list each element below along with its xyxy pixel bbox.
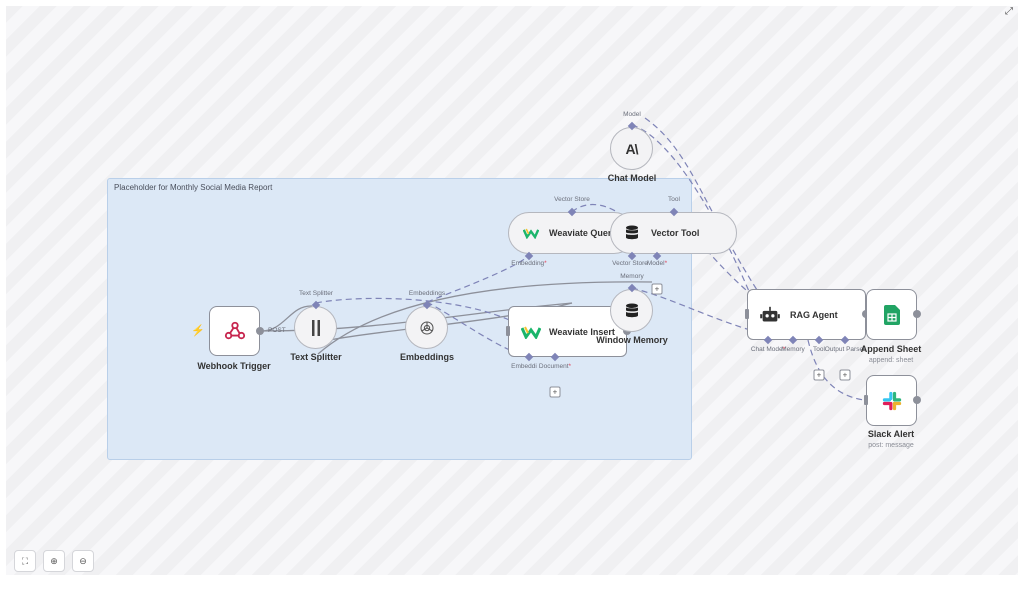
connection-embeddings-insert [426, 301, 530, 358]
chat-model-node[interactable]: A\ [610, 127, 653, 170]
append-sheet-node[interactable] [866, 289, 917, 340]
append-sheet-output-port[interactable] [913, 310, 921, 318]
weaviate-insert-input-port[interactable] [506, 326, 510, 336]
vector-tool-add-model-button[interactable]: + [651, 283, 663, 295]
zoom-out-button[interactable]: ⊖ [72, 550, 94, 572]
robot-icon [760, 306, 780, 322]
connection-webhook-splitter [260, 305, 313, 332]
sheets-icon [883, 304, 900, 325]
agent-tool-label: Tool [813, 346, 825, 353]
splitter-port-label: Text Splitter [299, 290, 333, 297]
embeddings-node[interactable] [405, 306, 448, 349]
slack-alert-output-port[interactable] [913, 396, 921, 404]
agent-output-parser-label: Output Parser [824, 346, 866, 353]
connection-agent-slack [807, 339, 865, 401]
split-icon [311, 319, 320, 336]
insert-add-document-button[interactable]: + [549, 386, 561, 398]
append-sheet-label: Append Sheet [860, 344, 922, 354]
weaviate-icon [523, 228, 539, 239]
zoom-out-icon: ⊖ [79, 555, 87, 566]
vector-tool-store-label: Vector Store [612, 260, 648, 267]
connection-query-tool [571, 203, 658, 257]
webhook-trigger-node[interactable] [209, 306, 260, 356]
text-splitter-label: Text Splitter [290, 352, 342, 362]
openai-icon [419, 320, 434, 335]
slack-alert-node[interactable] [866, 375, 917, 426]
insert-embedding-label: Embeddi [511, 363, 537, 370]
embeddings-port-label: Embeddings [408, 290, 446, 297]
agent-add-tool-button[interactable]: + [813, 369, 825, 381]
database-icon [626, 225, 638, 240]
slack-alert-label: Slack Alert [867, 429, 915, 439]
zoom-in-button[interactable]: ⊕ [43, 550, 65, 572]
webhook-output-label: POST [268, 327, 286, 334]
sticky-note-title: Placeholder for Monthly Social Media Rep… [114, 183, 273, 192]
weaviate-query-label: Weaviate Query [549, 228, 617, 238]
slack-alert-subtitle: post: message [868, 442, 914, 449]
window-memory-node[interactable] [610, 289, 653, 332]
vector-tool-top-label: Tool [668, 196, 680, 203]
memory-port-label: Memory [620, 273, 644, 280]
connection-splitter-insert [315, 297, 556, 358]
agent-memory-label: Memory [781, 346, 805, 353]
weaviate-insert-label: Weaviate Insert [549, 326, 615, 337]
database-icon [625, 303, 638, 317]
connection-embeddings-query [426, 255, 530, 303]
weaviate-icon [521, 326, 541, 339]
trigger-bolt-icon: ⚡ [191, 325, 205, 337]
webhook-icon [224, 321, 245, 340]
append-sheet-subtitle: append: sheet [868, 357, 914, 364]
vector-tool-label: Vector Tool [651, 228, 700, 238]
vector-tool-model-label: Model* [646, 260, 668, 267]
insert-document-label: Document* [538, 363, 572, 370]
vector-tool-node[interactable]: Vector Tool [610, 212, 737, 254]
weaviate-insert-node[interactable]: Weaviate Insert [508, 306, 627, 357]
connection-splitter-memory-line [317, 281, 653, 355]
webhook-trigger-label: Webhook Trigger [197, 361, 271, 371]
fit-view-icon: ⛶ [21, 555, 29, 566]
connection-model-tool [644, 117, 758, 291]
embeddings-label: Embeddings [399, 352, 455, 362]
text-splitter-node[interactable] [294, 306, 337, 349]
rag-agent-input-port[interactable] [745, 309, 749, 319]
slack-icon [882, 391, 901, 410]
anthropic-icon: A\ [625, 140, 639, 157]
zoom-in-icon: ⊕ [50, 555, 58, 566]
fit-view-button[interactable]: ⛶ [14, 550, 36, 572]
chat-model-port-label: Model [623, 111, 641, 118]
fullscreen-icon[interactable]: ⤢ [1005, 6, 1013, 17]
slack-alert-input-port[interactable] [864, 395, 868, 405]
agent-chat-model-label: Chat Mode* [750, 346, 786, 353]
query-embedding-label: Embedding* [511, 260, 547, 267]
webhook-output-port[interactable] [256, 327, 264, 335]
rag-agent-label: RAG Agent [790, 309, 838, 320]
query-port-top-label: Vector Store [554, 196, 590, 203]
window-memory-label: Window Memory [596, 335, 668, 345]
chat-model-label: Chat Model [607, 173, 657, 183]
agent-add-output-parser-button[interactable]: + [839, 369, 851, 381]
rag-agent-node[interactable]: RAG Agent [747, 289, 866, 340]
